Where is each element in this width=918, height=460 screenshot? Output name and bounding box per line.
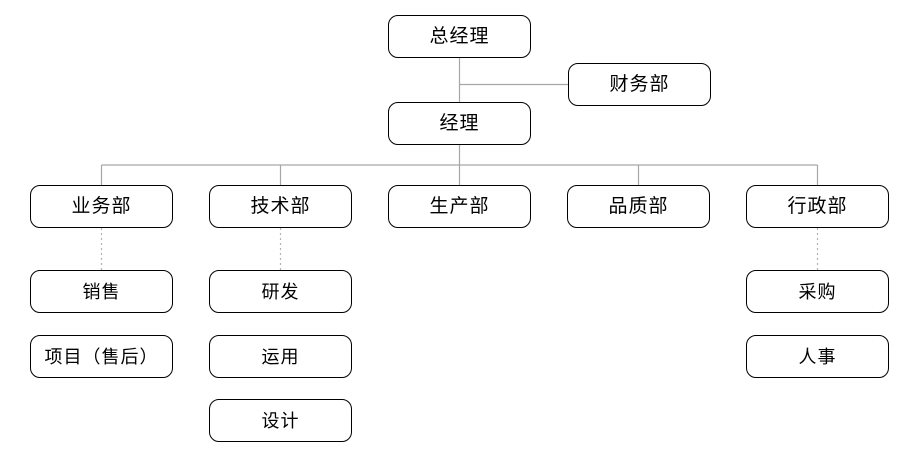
node-sub-项目售后-label: 项目（售后） (44, 346, 159, 367)
node-general-manager[interactable]: 总经理 (388, 15, 531, 58)
node-sub-运用-label: 运用 (261, 346, 300, 367)
node-finance-label: 财务部 (609, 74, 670, 95)
node-sub-人事[interactable]: 人事 (746, 335, 889, 378)
node-sub-研发[interactable]: 研发 (209, 270, 352, 313)
node-sub-销售-label: 销售 (82, 281, 121, 302)
node-department-业务部-label: 业务部 (71, 196, 132, 217)
node-department-行政部-label: 行政部 (787, 196, 848, 217)
node-sub-人事-label: 人事 (798, 346, 837, 367)
node-sub-设计-label: 设计 (261, 410, 300, 431)
node-department-品质部-label: 品质部 (608, 196, 669, 217)
node-department-生产部-label: 生产部 (429, 196, 490, 217)
node-manager-label: 经理 (439, 113, 480, 134)
node-department-品质部[interactable]: 品质部 (567, 185, 710, 228)
node-department-技术部[interactable]: 技术部 (209, 185, 352, 228)
node-department-技术部-label: 技术部 (250, 196, 311, 217)
node-department-生产部[interactable]: 生产部 (388, 185, 531, 228)
node-sub-运用[interactable]: 运用 (209, 335, 352, 378)
node-sub-设计[interactable]: 设计 (209, 399, 352, 442)
node-sub-采购-label: 采购 (798, 281, 837, 302)
node-sub-采购[interactable]: 采购 (746, 270, 889, 313)
node-manager[interactable]: 经理 (388, 102, 531, 145)
node-sub-项目售后[interactable]: 项目（售后） (30, 335, 173, 378)
node-sub-研发-label: 研发 (261, 281, 300, 302)
node-general-manager-label: 总经理 (429, 26, 490, 47)
node-sub-销售[interactable]: 销售 (30, 270, 173, 313)
node-department-行政部[interactable]: 行政部 (746, 185, 889, 228)
node-finance[interactable]: 财务部 (568, 63, 711, 106)
node-department-业务部[interactable]: 业务部 (30, 185, 173, 228)
